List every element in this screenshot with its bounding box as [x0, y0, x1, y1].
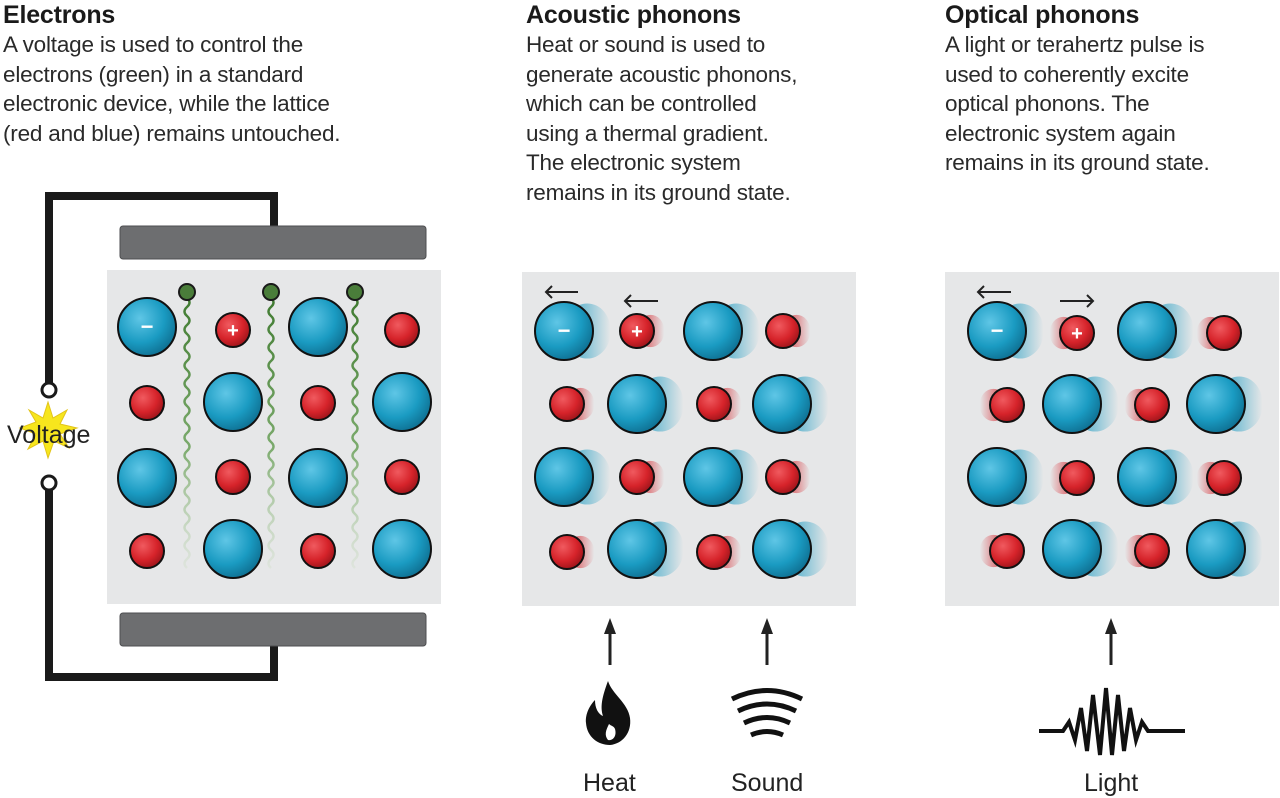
negative-ion: [534, 301, 611, 361]
positive-ion: [979, 533, 1025, 569]
negative-ion: [534, 447, 611, 507]
negative-ion: [288, 448, 348, 508]
electron-wave: [267, 297, 275, 569]
negative-ion: [203, 372, 263, 432]
positive-ion: [619, 459, 665, 495]
positive-ion: [300, 385, 336, 421]
positive-ion: [1049, 460, 1095, 496]
negative-ion: [752, 374, 829, 434]
positive-ion: [1124, 387, 1170, 423]
positive-ion: [384, 312, 420, 348]
negative-ion: [967, 301, 1044, 361]
electron: [262, 283, 280, 301]
positive-ion: [129, 533, 165, 569]
circuit-wire: [45, 486, 278, 681]
negative-ion: [117, 448, 177, 508]
bottom-plate: [119, 612, 427, 647]
panel-title: Acoustic phonons: [526, 1, 741, 29]
negative-ion: [372, 372, 432, 432]
positive-ion: [619, 313, 665, 349]
minus-sign: −: [558, 318, 571, 343]
circuit-wire: [45, 192, 278, 383]
spark-icon: [18, 400, 79, 460]
panel-description: A light or terahertz pulse is used to co…: [945, 32, 1210, 176]
positive-ion: [765, 459, 811, 495]
ion-lattice: −+: [534, 301, 829, 579]
panel-title: Optical phonons: [945, 1, 1140, 29]
electron-wave: [183, 297, 191, 569]
left-arrow-icon: [623, 294, 658, 308]
panel-optical-text: Optical phonons A light or terahertz pul…: [945, 0, 1210, 178]
plus-sign: +: [227, 320, 239, 342]
electron: [178, 283, 196, 301]
negative-ion: [683, 447, 760, 507]
plus-sign: +: [1071, 323, 1083, 345]
left-arrow-icon: [544, 285, 578, 299]
positive-ion: [696, 386, 742, 422]
negative-ion: [1186, 374, 1263, 434]
positive-ion: [129, 385, 165, 421]
electron-paths: [178, 283, 364, 569]
up-arrow-icon: [761, 618, 773, 665]
ion-lattice: −+: [967, 301, 1263, 579]
panel-title: Electrons: [3, 1, 116, 29]
negative-ion: [1117, 447, 1194, 507]
light-label: Light: [1084, 769, 1138, 797]
minus-sign: −: [991, 318, 1004, 343]
positive-ion: [979, 387, 1025, 423]
negative-ion: [607, 374, 684, 434]
positive-ion: [549, 386, 595, 422]
panel-electrons-text: Electrons A voltage is used to control t…: [3, 0, 341, 148]
negative-ion: [967, 447, 1044, 507]
up-arrow-icon: [1105, 618, 1117, 665]
positive-ion: [215, 459, 251, 495]
negative-ion: [1042, 519, 1119, 579]
electron-wave: [351, 297, 359, 569]
positive-ion: [300, 533, 336, 569]
negative-ion: [683, 301, 760, 361]
positive-ion: [1196, 315, 1242, 351]
negative-ion: [1042, 374, 1119, 434]
flame-icon: [585, 681, 631, 745]
terminal-node: [40, 381, 58, 399]
sound-label: Sound: [731, 769, 803, 797]
positive-ion: [1049, 315, 1095, 351]
sound-waves-icon: [730, 688, 804, 738]
positive-ion: [765, 313, 811, 349]
positive-ion: [1124, 533, 1170, 569]
ion-lattice: −+: [117, 297, 432, 579]
left-arrow-icon: [976, 285, 1011, 299]
positive-ion: [215, 312, 251, 348]
minus-sign: −: [141, 314, 154, 339]
up-arrow-icon: [604, 618, 616, 665]
negative-ion: [1117, 301, 1194, 361]
negative-ion: [607, 519, 684, 579]
positive-ion: [549, 534, 595, 570]
positive-ion: [696, 534, 742, 570]
voltage-label: Voltage: [7, 421, 90, 449]
electron: [346, 283, 364, 301]
panel-description: Heat or sound is used to generate acoust…: [526, 32, 798, 205]
negative-ion: [1186, 519, 1263, 579]
positive-ion: [1196, 460, 1242, 496]
heat-label: Heat: [583, 769, 636, 797]
negative-ion: [203, 519, 263, 579]
positive-ion: [384, 459, 420, 495]
negative-ion: [372, 519, 432, 579]
negative-ion: [117, 297, 177, 357]
light-pulse-icon: [1039, 687, 1185, 756]
right-arrow-icon: [1060, 294, 1095, 308]
panel-acoustic-text: Acoustic phonons Heat or sound is used t…: [526, 0, 797, 208]
terminal-node: [40, 474, 58, 492]
plus-sign: +: [631, 321, 643, 343]
top-plate: [119, 225, 427, 260]
negative-ion: [752, 519, 829, 579]
negative-ion: [288, 297, 348, 357]
panel-description: A voltage is used to control the electro…: [3, 32, 341, 146]
